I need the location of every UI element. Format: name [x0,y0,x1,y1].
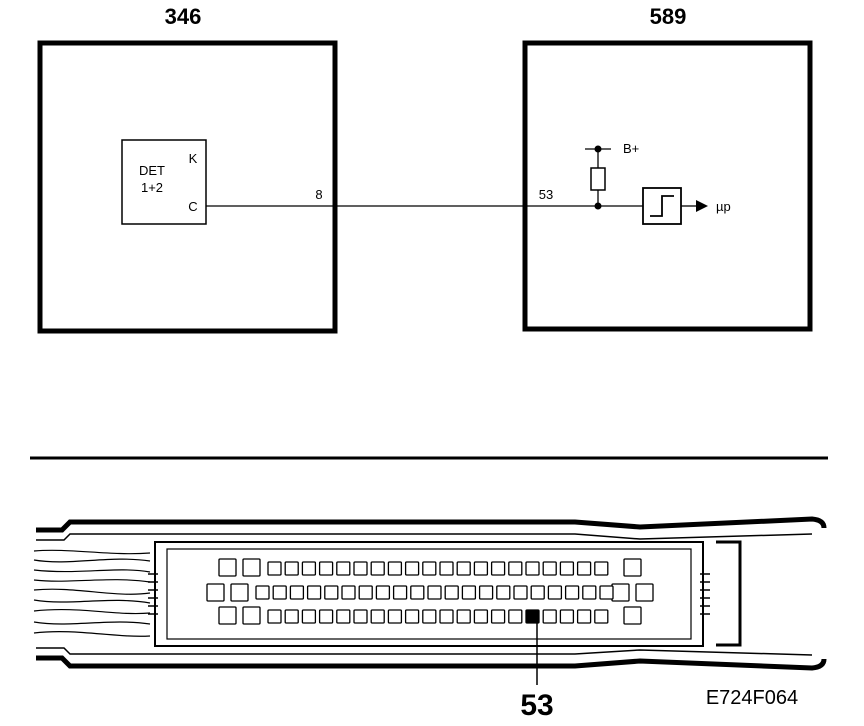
connector-pin [284,561,299,576]
connector-pin [375,585,391,600]
connector-pin [284,609,299,624]
large-pin [218,606,237,625]
connector-pin [427,585,442,600]
large-pin [218,558,237,577]
pin-53 [525,609,540,624]
connector-pin [301,609,317,624]
connector-pin [456,561,471,576]
connector-pin [370,609,385,624]
connector-pin [324,585,339,600]
ecu-589-box [522,40,813,332]
supply-label: B+ [623,141,639,156]
connector-pin [341,585,356,600]
connector-pin [461,585,477,600]
large-pin [623,606,642,625]
large-pin [230,583,249,602]
large-pin [206,583,225,602]
connector-pin [542,561,557,576]
pin-c-label: C [188,199,197,214]
large-pin [242,558,261,577]
latch-tabs [148,573,710,615]
connector-pin [456,609,471,624]
connector-pin [576,609,592,624]
connector-pin [336,561,351,576]
connector-pin [404,609,420,624]
connector-pin [439,561,454,576]
connector-housing [36,516,827,671]
large-pin [242,606,261,625]
connector-pin [306,585,322,600]
connector-pin [272,585,287,600]
connector-pin [559,561,575,576]
large-pin [623,558,642,577]
connector-pin [387,561,403,576]
connector-pin [594,609,609,624]
connector-pin [410,585,425,600]
connector-pin [513,585,528,600]
detector-block [121,139,207,225]
connector-pin [542,609,557,624]
connector-pin [255,585,270,600]
detector-label-2: 1+2 [141,180,163,195]
connector-pin [547,585,563,600]
connector-pin [559,609,575,624]
connector-pin [496,585,511,600]
output-label: µp [716,199,731,214]
connector-pin [473,561,489,576]
connector-pin [444,585,459,600]
pin-k-label: K [189,151,198,166]
large-pin [611,583,630,602]
connector-pin [358,585,373,600]
connector-pin [370,561,385,576]
connector-pin [353,561,368,576]
pull-up-resistor [590,167,606,191]
connector-pin [478,585,494,600]
connector-pin [353,609,368,624]
connector-pin [530,585,545,600]
pin-53-label: 53 [539,187,553,202]
connector-pin [336,609,351,624]
connector-pin [564,585,580,600]
connector-pin [404,561,420,576]
cable-bundle [33,549,151,637]
connector-pin [439,609,454,624]
connector-pin [473,609,489,624]
connector-pin [576,561,592,576]
ecu-346-label: 346 [165,4,202,29]
trigger-symbol [650,195,674,217]
connector-pin [508,561,523,576]
connector-pin [490,609,506,624]
connector-pin [267,609,282,624]
connector-pin [267,561,282,576]
connector-pin [594,561,609,576]
detector-label-1: DET [139,163,165,178]
connector-pin [582,585,597,600]
connector-pin [490,561,506,576]
connector-pin [599,585,614,600]
pin-8-label: 8 [315,187,322,202]
connector-pin [387,609,403,624]
output-arrow-icon [696,200,708,212]
connector-pin [525,561,540,576]
ecu-589-label: 589 [650,4,687,29]
ecu-346-box [37,40,338,334]
connector-pin-grid [206,558,654,625]
connector-pin [289,585,305,600]
figure-code: E724F064 [706,687,798,709]
connector-pin [318,609,334,624]
connector-pin [422,561,437,576]
large-pin [635,583,654,602]
connector-pin [508,609,523,624]
junction-node [594,202,602,210]
connector-pin-callout: 53 [520,689,553,722]
connector-pin [392,585,408,600]
connector-pin [422,609,437,624]
connector-pin [318,561,334,576]
connector-pin [301,561,317,576]
